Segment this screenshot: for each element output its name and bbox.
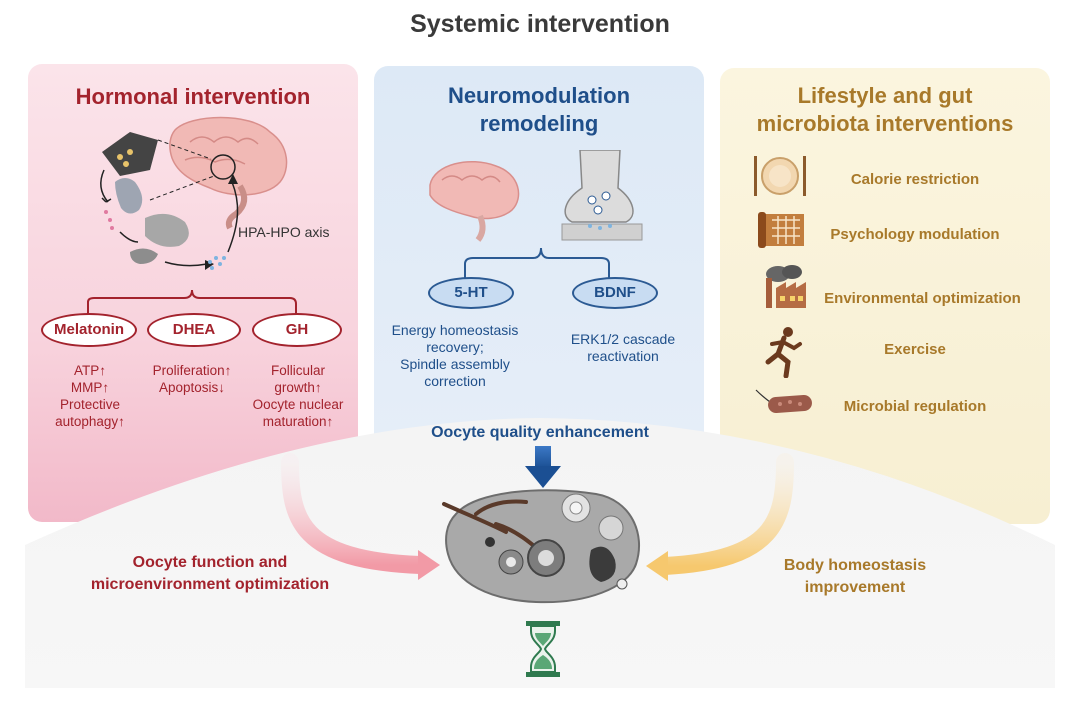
scroll-icon	[758, 212, 804, 248]
hormonal-heading: Hormonal intervention	[75, 84, 311, 109]
brain-hpa-illustration	[100, 116, 288, 270]
bdnf-effects: ERK1/2 cascade reactivation	[570, 331, 676, 364]
brain-synapse-illustration	[429, 150, 643, 242]
gh-node: GH	[252, 313, 342, 347]
left-caption: Oocyte function and microenvironment opt…	[90, 554, 330, 593]
lifestyle-heading: Lifestyle and gut microbiota interventio…	[756, 83, 1014, 136]
dhea-effects: Proliferation↑ Apoptosis↓	[152, 363, 232, 395]
center-caption: Oocyte quality enhancement	[431, 424, 649, 441]
dhea-node: DHEA	[147, 313, 241, 347]
lifestyle-item-calorie: Calorie restriction	[850, 171, 980, 188]
hpa-hpo-axis-label: HPA-HPO axis	[238, 224, 330, 240]
gh-effects: Follicular growth↑ Oocyte nuclear matura…	[252, 363, 344, 429]
bdnf-node: BDNF	[572, 277, 658, 309]
plate-icon	[754, 156, 806, 196]
melatonin-node: Melatonin	[41, 313, 137, 347]
hourglass-icon	[526, 621, 560, 677]
ovary-illustration	[442, 489, 641, 604]
left-arrow	[281, 453, 429, 574]
right-arrow	[656, 453, 794, 575]
lifestyle-item-environment: Environmental optimization	[824, 290, 1021, 307]
lifestyle-item-microbial: Microbial regulation	[843, 398, 987, 415]
melatonin-effects: ATP↑ MMP↑ Protective autophagy↑	[55, 363, 125, 429]
hormonal-bracket	[87, 289, 297, 314]
diagram-title: Systemic intervention	[410, 10, 670, 38]
neuromodulation-panel	[374, 66, 704, 466]
5ht-effects: Energy homeostasis recovery; Spindle ass…	[391, 322, 519, 389]
lifestyle-item-psychology: Psychology modulation	[830, 226, 1000, 243]
right-caption: Body homeostasis improvement	[783, 557, 927, 596]
neuro-heading: Neuromodulation remodeling	[447, 83, 631, 136]
neuro-bracket	[464, 247, 610, 278]
bacteria-icon	[755, 389, 812, 413]
lifestyle-item-exercise: Exercise	[884, 341, 946, 358]
factory-icon	[766, 265, 806, 308]
5ht-node: 5-HT	[428, 277, 514, 309]
runner-icon	[765, 327, 802, 378]
